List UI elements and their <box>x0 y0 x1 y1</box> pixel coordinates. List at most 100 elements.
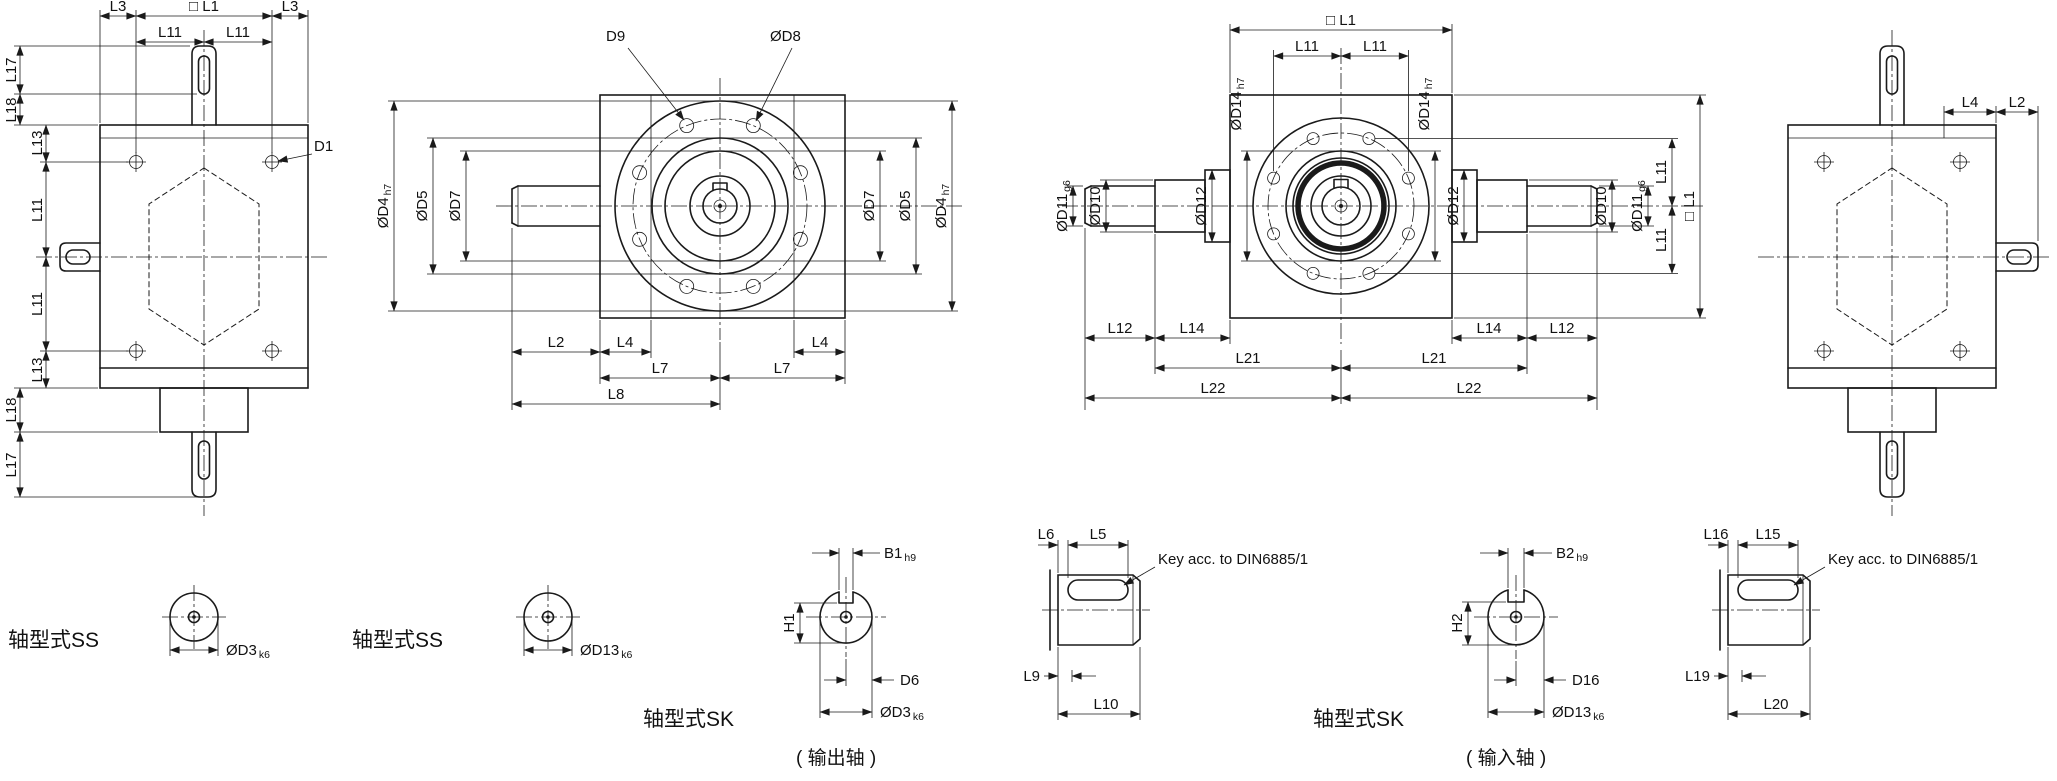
dim-label-l2: L2 <box>2009 94 2026 111</box>
dim-label-od10: ØD10 <box>1087 186 1104 225</box>
dim-label-d16: D16 <box>1572 672 1600 689</box>
dim-label-od11-g6: ØD11g6 <box>1054 180 1073 232</box>
dim-label-l11: L11 <box>158 24 182 41</box>
dim-label-l1-square: □ L1 <box>1681 191 1698 221</box>
view-front-input-flange: □ L1 L11 L11 ØD14h7 ØD14h7 ØD11g6 ØD10 Ø… <box>1054 12 1706 410</box>
centerlines <box>1758 30 2052 516</box>
corner-bolt-holes <box>126 152 282 361</box>
dim-label-l1-square: □ L1 <box>1326 12 1356 29</box>
dim-label-od7: ØD7 <box>447 191 464 222</box>
dim-label-l22: L22 <box>1456 380 1481 397</box>
dim-label-l18: L18 <box>3 97 20 122</box>
dim-label-l18: L18 <box>3 397 20 422</box>
body-outline <box>1084 94 1598 319</box>
body-outline <box>1787 45 2039 498</box>
caption-shaft-type-ss: 轴型式SS <box>8 629 99 652</box>
key-side-view-input: L16 L15 Key acc. to DIN6885/1 L19 L20 <box>1685 526 1978 720</box>
view-side-input: L4 L2 <box>1758 30 2052 516</box>
key-side-view-output: L6 L5 Key acc. to DIN6885/1 L9 L10 <box>1023 526 1308 720</box>
dim-label-l7: L7 <box>774 360 791 377</box>
view-side-output: L3 □ L1 L3 L11 L11 D1 L17 L18 L13 L11 L1… <box>3 0 333 516</box>
note-key-din6885: Key acc. to DIN6885/1 <box>1158 551 1308 568</box>
dim-label-l21: L21 <box>1235 350 1260 367</box>
dim-label-l16: L16 <box>1703 526 1728 543</box>
flange-bolt-holes <box>1267 132 1415 280</box>
dim-label-l17: L17 <box>3 57 20 82</box>
dim-label-od4-h7: ØD4h7 <box>375 184 394 229</box>
dim-label-od8: ØD8 <box>770 28 801 45</box>
dim-label-od12: ØD12 <box>1445 186 1462 225</box>
dim-label-d1: D1 <box>314 138 333 155</box>
dim-label-l19: L19 <box>1685 668 1710 685</box>
dim-label-l17: L17 <box>3 452 20 477</box>
dim-label-l15: L15 <box>1755 526 1780 543</box>
dim-label-l13: L13 <box>29 130 46 155</box>
centerlines <box>496 78 962 340</box>
dim-label-od10: ØD10 <box>1593 186 1610 225</box>
dim-label-l11: L11 <box>1295 38 1319 55</box>
dim-label-l14: L14 <box>1179 320 1204 337</box>
dim-label-l11: L11 <box>29 292 46 316</box>
corner-bolt-holes <box>1814 152 1970 361</box>
dimensions: L4 L2 <box>1943 94 2039 241</box>
body-outline <box>511 94 846 319</box>
dim-label-l11: L11 <box>29 198 46 222</box>
caption-shaft-type-sk: 轴型式SK <box>643 708 734 731</box>
dim-label-l7: L7 <box>652 360 669 377</box>
dim-label-od14-h7: ØD14h7 <box>1228 77 1247 130</box>
dim-label-l10: L10 <box>1093 696 1118 713</box>
centerlines <box>36 30 330 516</box>
dim-label-od5: ØD5 <box>897 191 914 222</box>
dim-label-l3: L3 <box>282 0 299 15</box>
dim-label-l4: L4 <box>617 334 634 351</box>
dim-label-l21: L21 <box>1421 350 1446 367</box>
dim-label-od4-h7: ØD4h7 <box>933 184 952 229</box>
dim-label-l3: L3 <box>110 0 127 15</box>
dimensions: □ L1 L11 L11 ØD14h7 ØD14h7 ØD11g6 ØD10 Ø… <box>1054 12 1706 410</box>
caption-shaft-type-ss: 轴型式SS <box>352 629 443 652</box>
dim-label-l6: L6 <box>1038 526 1055 543</box>
dim-label-l4: L4 <box>1962 94 1979 111</box>
note-key-din6885: Key acc. to DIN6885/1 <box>1828 551 1978 568</box>
dim-label-od12: ØD12 <box>1193 186 1210 225</box>
dim-label-h1: H1 <box>781 613 798 632</box>
dim-label-l1-square: □ L1 <box>189 0 219 15</box>
dim-label-l9: L9 <box>1023 668 1040 685</box>
dim-label-l11: L11 <box>1363 38 1387 55</box>
dim-label-d6: D6 <box>900 672 919 689</box>
dimensions: D9 ØD8 ØD4h7 ØD5 ØD7 ØD7 ØD5 ØD4h7 L2 L <box>375 28 958 410</box>
dim-label-l4: L4 <box>812 334 829 351</box>
dim-label-h2: H2 <box>1449 613 1466 632</box>
dim-label-l14: L14 <box>1476 320 1501 337</box>
dim-label-l11: L11 <box>1653 228 1670 252</box>
dim-label-l20: L20 <box>1763 696 1788 713</box>
dim-label-l22: L22 <box>1200 380 1225 397</box>
dim-label-od7: ØD7 <box>861 191 878 222</box>
view-front-output-flange: D9 ØD8 ØD4h7 ØD5 ØD7 ØD7 ØD5 ØD4h7 L2 L <box>375 28 962 410</box>
caption-input-shaft: ( 输入轴 ) <box>1466 747 1546 769</box>
dim-label-d9: D9 <box>606 28 625 45</box>
dim-label-l2: L2 <box>548 334 565 351</box>
dim-label-od5: ØD5 <box>414 191 431 222</box>
flange-bolt-holes <box>632 118 808 294</box>
dim-label-l13: L13 <box>29 357 46 382</box>
dimensions: L3 □ L1 L3 L11 L11 D1 L17 L18 L13 L11 L1… <box>3 0 333 498</box>
dim-label-l12: L12 <box>1549 320 1574 337</box>
caption-shaft-type-sk: 轴型式SK <box>1313 708 1404 731</box>
caption-output-shaft: ( 输出轴 ) <box>796 747 876 769</box>
dim-label-od14-h7: ØD14h7 <box>1416 77 1435 130</box>
body-outline <box>59 45 309 498</box>
dim-label-l5: L5 <box>1090 526 1107 543</box>
dim-label-od11-g6: ØD11g6 <box>1629 180 1648 232</box>
